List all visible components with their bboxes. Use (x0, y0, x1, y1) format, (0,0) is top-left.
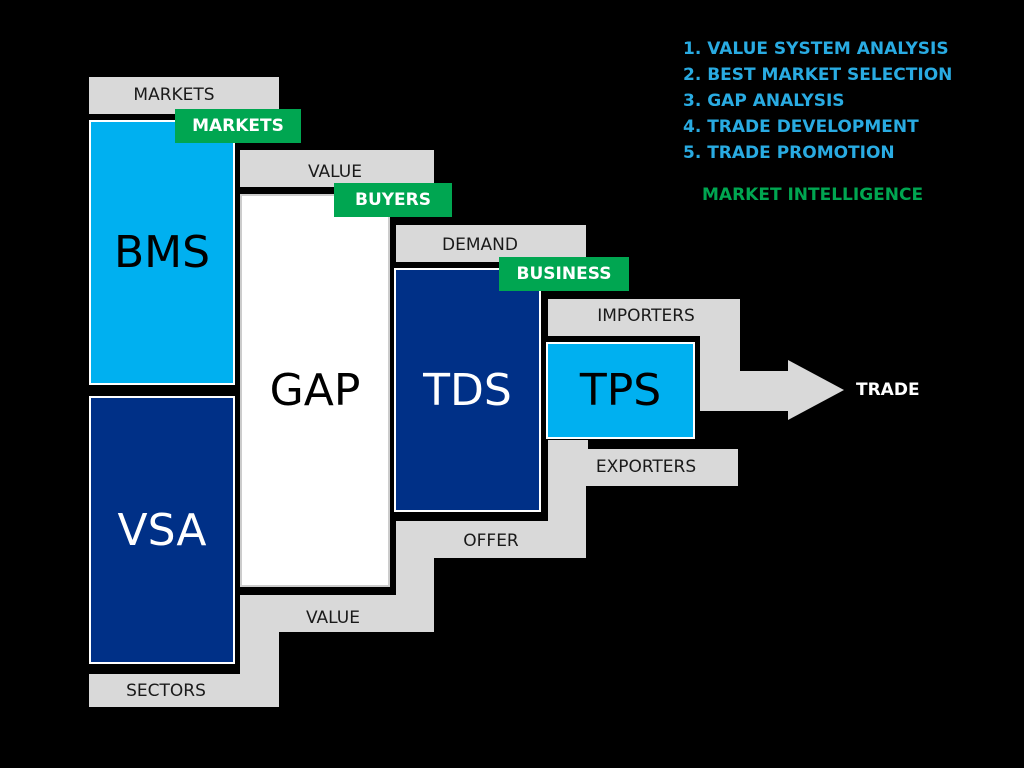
legend-item-3: 3. GAP ANALYSIS (683, 91, 845, 111)
grey-band-exporters-row (548, 449, 738, 486)
arrow-head-icon (788, 360, 844, 420)
label-offer: OFFER (463, 531, 519, 551)
legend-item-4: 4. TRADE DEVELOPMENT (683, 117, 919, 137)
legend-subtitle: MARKET INTELLIGENCE (702, 185, 924, 205)
block-tps: TPS (546, 342, 695, 439)
label-importers: IMPORTERS (597, 306, 695, 326)
grey-band-markets (89, 77, 279, 114)
block-vsa: VSA (89, 396, 235, 664)
label-sectors: SECTORS (126, 681, 206, 701)
legend: 1. VALUE SYSTEM ANALYSIS 2. BEST MARKET … (683, 36, 952, 166)
label-demand: DEMAND (442, 235, 518, 255)
label-exporters: EXPORTERS (595, 457, 697, 477)
tag-markets: MARKETS (175, 109, 301, 143)
label-trade: TRADE (856, 380, 920, 400)
block-gap: GAP (240, 194, 390, 587)
label-markets-top: MARKETS (133, 85, 215, 105)
grey-band-arrow-shaft (700, 371, 792, 411)
legend-item-2: 2. BEST MARKET SELECTION (683, 65, 953, 85)
legend-item-5: 5. TRADE PROMOTION (683, 143, 895, 163)
grey-band-value-top (240, 150, 434, 187)
label-value-bottom: VALUE (306, 608, 360, 628)
tag-business: BUSINESS (499, 257, 629, 291)
tag-buyers: BUYERS (334, 183, 452, 217)
label-value-top: VALUE (308, 162, 362, 182)
grey-band-demand (396, 225, 586, 262)
block-bms: BMS (89, 120, 235, 385)
block-tds: TDS (394, 268, 541, 512)
legend-item-1: 1. VALUE SYSTEM ANALYSIS (683, 39, 949, 59)
grey-band-sectors (89, 674, 279, 707)
